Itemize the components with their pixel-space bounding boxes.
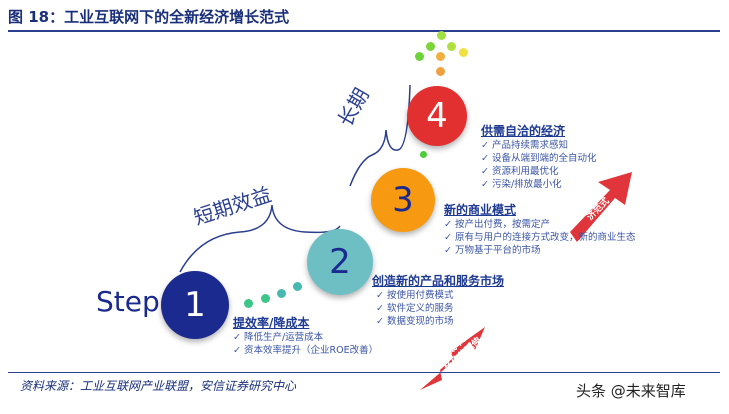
step-3-text: 新的商业模式 按产出付费，按需定产 原有与用户的连接方式改变，新的商业生态 万物… <box>444 201 636 257</box>
step-2-heading: 创造新的产品和服务市场 <box>372 274 505 288</box>
watermark: 头条 @未来智库 <box>576 382 686 400</box>
dot <box>261 294 270 303</box>
step-1-text: 提效率/降成本 降低生产/运营成本 资本效率提升（企业ROE改善） <box>233 314 378 357</box>
arrow-1-shape <box>420 327 485 390</box>
step-4-text: 供需自洽的经济 产品持续需求感知 设备从端到端的全自动化 资源利用最优化 污染/… <box>481 122 597 191</box>
step-1-item: 降低生产/运营成本 <box>233 331 378 344</box>
step-1-circle: 1 <box>161 271 229 339</box>
step-4-item: 污染/排放最小化 <box>481 178 597 191</box>
step-4-circle: 4 <box>407 86 467 146</box>
dot <box>420 151 427 158</box>
dot <box>426 42 435 51</box>
step-1-heading: 提效率/降成本 <box>233 316 310 330</box>
step-3-item: 原有与用户的连接方式改变，新的商业生态 <box>444 231 636 244</box>
dot <box>436 52 445 61</box>
step-3-circle: 3 <box>371 168 435 232</box>
dot <box>277 289 286 298</box>
step-1-item: 资本效率提升（企业ROE改善） <box>233 344 378 357</box>
step-4-heading: 供需自洽的经济 <box>481 124 566 138</box>
dot <box>293 282 302 291</box>
source-divider <box>8 372 720 373</box>
long-term-brace <box>349 84 411 187</box>
dot <box>447 42 456 51</box>
step-2-item: 按使用付费模式 <box>376 289 504 302</box>
short-term-brace <box>179 204 341 273</box>
step-3-item: 万物基于平台的市场 <box>444 244 636 257</box>
dot <box>459 48 468 57</box>
dot <box>436 67 445 76</box>
step-2-item: 软件定义的服务 <box>376 302 504 315</box>
title-divider <box>8 30 720 32</box>
step-label: Step <box>96 285 160 318</box>
step-3-item: 按产出付费，按需定产 <box>444 218 636 231</box>
step-3-heading: 新的商业模式 <box>444 203 517 217</box>
step-4-item: 产品持续需求感知 <box>481 139 597 152</box>
figure-title: 图 18：工业互联网下的全新经济增长范式 <box>8 8 290 26</box>
step-4-item: 资源利用最优化 <box>481 165 597 178</box>
dot <box>244 299 253 308</box>
step-2-text: 创造新的产品和服务市场 按使用付费模式 软件定义的服务 数据变现的市场 <box>372 272 504 328</box>
step-4-item: 设备从端到端的全自动化 <box>481 152 597 165</box>
source-note: 资料来源：工业互联网产业联盟，安信证券研究中心 <box>20 379 297 393</box>
dot <box>415 52 424 61</box>
step-2-circle: 2 <box>307 229 373 295</box>
step-2-item: 数据变现的市场 <box>376 315 504 328</box>
dot <box>437 31 446 40</box>
